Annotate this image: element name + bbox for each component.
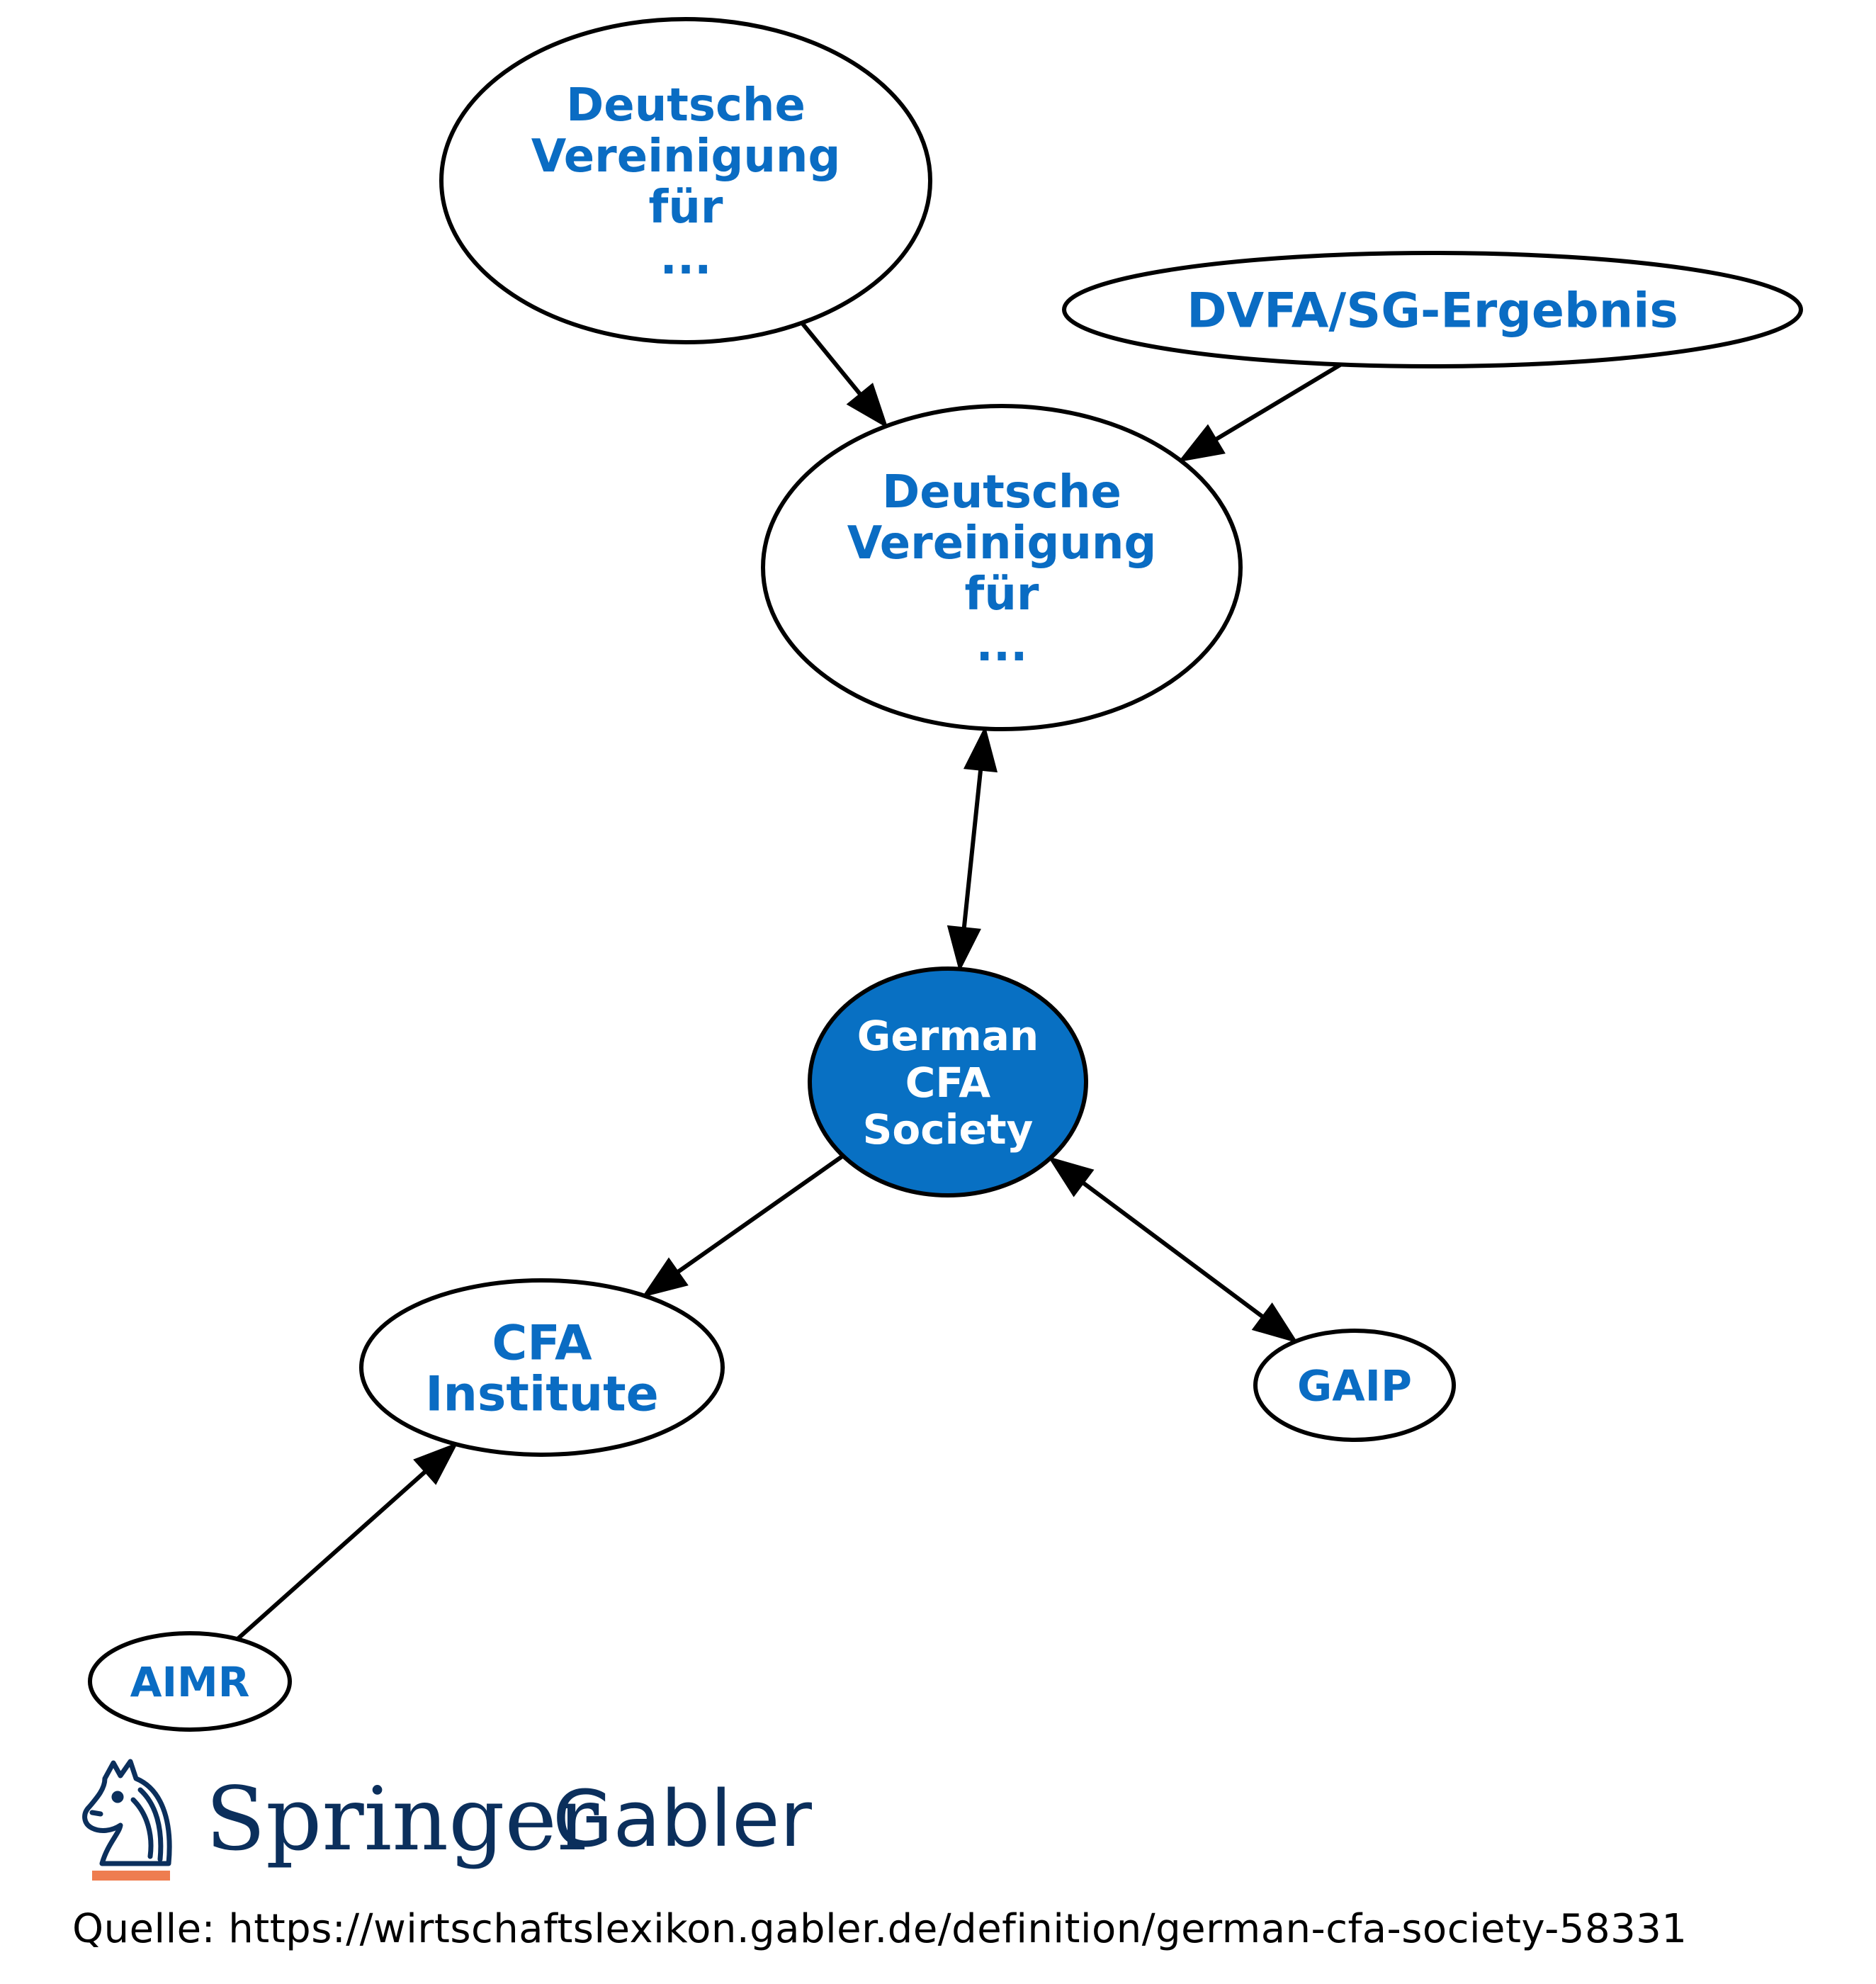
node-label-line: ... xyxy=(976,619,1028,672)
node-label-line: Institute xyxy=(425,1366,659,1422)
node-label-line: Deutsche xyxy=(882,466,1121,519)
node-label-line: für xyxy=(965,568,1039,621)
edge-german_cfa-to-gaip xyxy=(1047,1156,1299,1343)
source-citation: Quelle: https://wirtschaftslexikon.gable… xyxy=(72,1906,1688,1952)
node-label-line: ... xyxy=(660,232,712,285)
node-dvfa-mid[interactable]: DeutscheVereinigungfür... xyxy=(761,404,1243,731)
node-ellipse xyxy=(439,17,932,344)
node-label-line: für xyxy=(649,181,723,234)
arrowhead xyxy=(1251,1302,1299,1343)
node-label-line: Vereinigung xyxy=(531,130,841,183)
arrowhead xyxy=(947,925,981,972)
edge-line xyxy=(800,321,864,398)
edge-german_cfa-to-cfa_institute xyxy=(641,1154,844,1297)
node-dvfa-sg[interactable]: DVFA/SG-Ergebnis xyxy=(1062,251,1803,368)
logo-word-springer: Springer xyxy=(205,1769,599,1871)
arrowhead xyxy=(846,383,888,429)
node-label-line: CFA xyxy=(905,1059,991,1107)
node-ellipse xyxy=(1062,251,1803,368)
edge-line xyxy=(674,1154,844,1275)
arrowhead xyxy=(641,1257,689,1297)
node-ellipse xyxy=(359,1278,725,1457)
nodes-layer: DeutscheVereinigungfür...DVFA/SG-Ergebni… xyxy=(88,17,1803,1732)
logo-word-gabler: Gabler xyxy=(553,1774,812,1864)
edge-line xyxy=(1079,1179,1267,1321)
edge-dvfa_top-to-dvfa_mid xyxy=(800,321,888,429)
edge-line xyxy=(1212,362,1343,443)
edge-line xyxy=(236,1467,429,1641)
node-dvfa-top[interactable]: DeutscheVereinigungfür... xyxy=(439,17,932,344)
node-gaip[interactable]: GAIP xyxy=(1253,1329,1456,1442)
node-aimr[interactable]: AIMR xyxy=(88,1631,292,1732)
node-ellipse xyxy=(88,1631,292,1732)
edge-line xyxy=(961,766,983,932)
arrowhead xyxy=(1047,1156,1095,1197)
edge-aimr-to-cfa_institute xyxy=(236,1442,458,1641)
node-ellipse xyxy=(761,404,1243,731)
node-label-line: Society xyxy=(863,1105,1034,1154)
node-label-line: Deutsche xyxy=(566,79,806,132)
node-ellipse xyxy=(808,966,1088,1197)
springer-gabler-logo: Springer Gabler xyxy=(77,1757,812,1892)
node-label-line: AIMR xyxy=(130,1658,250,1706)
node-label-line: Vereinigung xyxy=(847,517,1157,570)
node-ellipse xyxy=(1253,1329,1456,1442)
arrowhead xyxy=(963,726,998,773)
node-label-line: DVFA/SG-Ergebnis xyxy=(1187,283,1678,339)
edges-layer xyxy=(236,321,1343,1641)
edge-dvfa_sg-to-dvfa_mid xyxy=(1177,362,1343,463)
arrowhead xyxy=(413,1442,458,1485)
springer-horse-head-icon xyxy=(82,1759,172,1881)
node-label-line: German xyxy=(857,1012,1039,1060)
node-label-line: CFA xyxy=(492,1315,592,1371)
edge-dvfa_mid-to-german_cfa xyxy=(947,726,998,972)
node-label-line: GAIP xyxy=(1297,1362,1412,1411)
arrowhead xyxy=(1177,424,1226,463)
